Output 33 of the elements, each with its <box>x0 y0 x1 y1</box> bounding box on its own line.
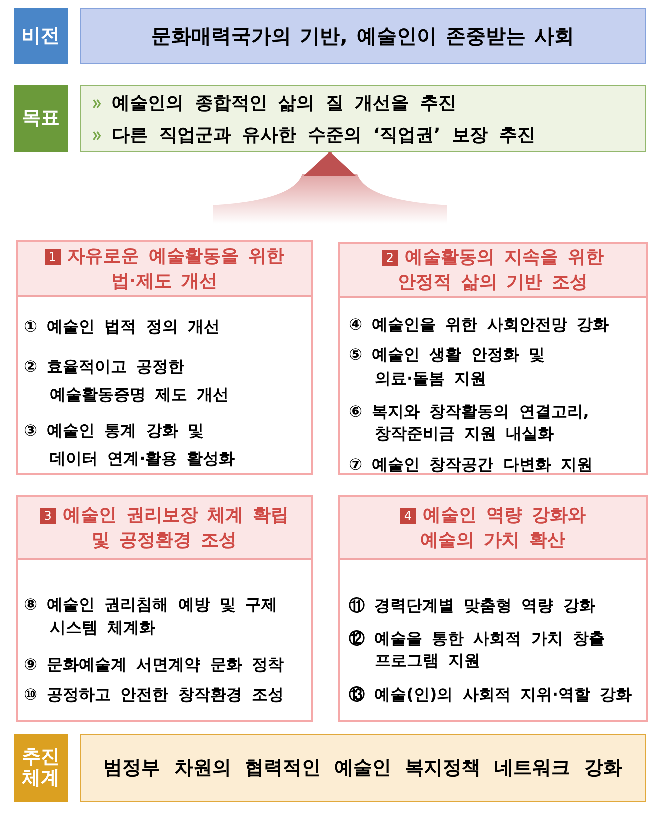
item-text: ④ 예술인을 위한 사회안전망 강화 <box>349 314 609 336</box>
header-text: 예술인 권리보장 체계 확립 및 공정환경 조성 <box>63 504 289 550</box>
section-tag: 비전 <box>14 8 68 64</box>
item-text: ⑨ 문화예술계 서면계약 문화 정착 <box>24 654 284 676</box>
goal-box <box>80 85 646 152</box>
strategy-box <box>338 242 648 475</box>
section-tag: 추진 체계 <box>14 734 68 802</box>
item-text: ⑥ 복지와 창작활동의 연결고리, 창작준비금 지원 내실화 <box>349 401 590 445</box>
system-box: 범정부 차원의 협력적인 예술인 복지정책 네트워크 강화 <box>80 734 646 802</box>
vision-box: 문화매력국가의 기반, 예술인이 존중받는 사회 <box>80 8 646 64</box>
header-text: 예술인 역량 강화와 예술의 가치 확산 <box>420 504 586 550</box>
goal-text: 예술인의 종합적인 삶의 질 개선을 추진 <box>112 92 456 116</box>
number-badge: 1 <box>44 248 61 264</box>
item-text: ⑧ 예술인 권리침해 예방 및 구제 시스템 체계화 <box>24 594 278 638</box>
strategy-box <box>16 495 313 722</box>
header-text: 자유로운 예술활동을 위한 법·제도 개선 <box>68 246 284 292</box>
strategy-box <box>16 240 313 475</box>
item-text: ③ 예술인 통계 강화 및 데이터 연계·활용 활성화 <box>24 420 236 470</box>
item-text: ⑩ 공정하고 안전한 창작환경 조성 <box>24 684 284 706</box>
item-text: ⑪ 경력단계별 맞춤형 역량 강화 <box>349 594 596 616</box>
number-badge: 2 <box>382 250 398 266</box>
item-text: ② 효율적이고 공정한 예술활동증명 제도 개선 <box>24 356 230 406</box>
item-text: ⑦ 예술인 창작공간 다변화 지원 <box>349 454 593 476</box>
item-text: ① 예술인 법적 정의 개선 <box>24 316 220 338</box>
strategy-box <box>338 495 648 722</box>
item-text: ⑫ 예술을 통한 사회적 가치 창출 프로그램 지원 <box>349 628 605 672</box>
item-text: ⑬ 예술(인)의 사회적 지위·역할 강화 <box>349 684 632 706</box>
number-badge: 4 <box>400 508 416 524</box>
goal-text: 다른 직업군과 유사한 수준의 ‘직업권’ 보장 추진 <box>112 124 536 148</box>
header-text: 예술활동의 지속을 위한 안정적 삶의 기반 조성 <box>398 247 604 293</box>
section-tag: 목표 <box>14 85 68 152</box>
number-badge: 3 <box>40 508 56 524</box>
item-text: ⑤ 예술인 생활 안정화 및 의료·돌봄 지원 <box>349 344 545 390</box>
